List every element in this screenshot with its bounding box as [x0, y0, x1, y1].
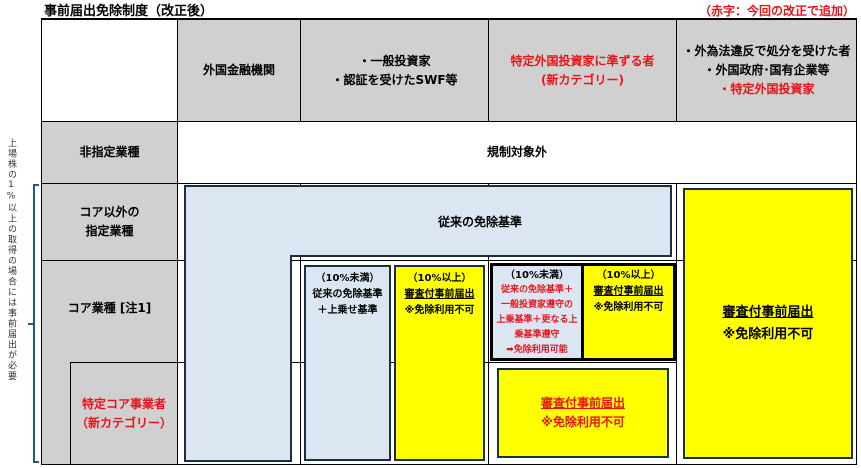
row-label: （新カテゴリー） [75, 415, 172, 430]
not-regulated-cell: 規制対象外 [177, 121, 857, 184]
box-heading: （10%未満） [315, 273, 380, 284]
diagram-title: 事前届出免除制度（改正後） [44, 4, 214, 19]
box-text: ※免除利用不可 [722, 326, 814, 342]
box-fi-under10: （10%未満） 従来の免除基準 ＋上乗せ基準 [304, 265, 391, 461]
col-label: (新カテゴリー) [541, 72, 624, 87]
col-label: 特定外国投資家に準ずる者 [510, 53, 655, 68]
col-label: ・特定外国投資家 [718, 82, 815, 96]
row-label: コア業種 [注1] [67, 301, 152, 315]
box-text: 従来の免除基準＋ [500, 285, 573, 295]
side-note: 上場株の1%以上の取得の場合には事前届出が必要 [6, 138, 16, 382]
box-text: 審査付事前届出 [722, 304, 814, 320]
box-text: 一般投資家遵守の [500, 300, 573, 310]
col-label: ・認証を受けたSWF等 [331, 72, 458, 87]
divider [676, 183, 677, 465]
box-fi-over10: （10%以上） 審査付事前届出 ※免除利用不可 [394, 265, 485, 461]
box-text: ➡免除利用可能 [506, 345, 568, 355]
col-header-general-investor: ・一般投資家・認証を受けたSWF等 [300, 18, 489, 122]
box-text: 上乗基準＋更なる上 [496, 315, 578, 325]
col-label: ・外為法違反で処分を受けた者 [682, 44, 851, 58]
conventional-exemption-label: 従来の免除基準 [437, 214, 522, 229]
box-text: ※免除利用不可 [404, 305, 475, 316]
not-regulated-label: 規制対象外 [486, 145, 547, 159]
box-heading: （10%以上） [596, 270, 661, 281]
box-text: ＋上乗せ基準 [317, 305, 378, 316]
divider [300, 183, 301, 465]
row-non-designated: 非指定業種 [41, 121, 178, 184]
body-grid [177, 183, 857, 465]
box-text: 審査付事前届出 [593, 286, 664, 297]
col-label: ・一般投資家 [358, 53, 431, 68]
divider [488, 183, 489, 465]
corner-cell [41, 18, 178, 122]
box-quasi-under10: （10%未満） 従来の免除基準＋ 一般投資家遵守の上乗基準＋更なる上乗基準遵守 ➡免除… [493, 266, 581, 358]
box-text: ※免除利用不可 [593, 302, 664, 313]
col-label: ・外国政府･国有企業等 [703, 63, 830, 77]
bracket-icon [28, 184, 39, 463]
col-label: 外国金融機関 [202, 63, 275, 77]
box-text: 審査付事前届出 [540, 396, 625, 410]
legend-note: （赤字：今回の改正で追加） [698, 4, 855, 18]
box-text: 乗基準遵守 [514, 330, 560, 340]
box-text: 審査付事前届出 [404, 289, 475, 300]
row-label: 非指定業種 [79, 145, 140, 159]
box-heading: （10%以上） [407, 273, 472, 284]
col-header-quasi-specified: 特定外国投資家に準ずる者 (新カテゴリー) [488, 18, 677, 122]
box-text: ※免除利用不可 [541, 415, 625, 429]
row-label: コア以外の [79, 205, 140, 219]
row-label: 特定コア事業者 [81, 396, 166, 411]
row-special-core: 特定コア事業者 （新カテゴリー） [70, 362, 178, 465]
col-header-foreign-fi: 外国金融機関 [177, 18, 301, 122]
box-quasi-special-core: 審査付事前届出 ※免除利用不可 [497, 368, 669, 458]
col-header-violators: ・外為法違反で処分を受けた者・外国政府･国有企業等・特定外国投資家 [676, 18, 857, 122]
divider [177, 260, 857, 261]
row-label: 指定業種 [85, 224, 134, 238]
box-text: 従来の免除基準 [312, 289, 383, 300]
box-violators: 審査付事前届出 ※免除利用不可 [683, 188, 853, 459]
row-non-core: コア以外の指定業種 [41, 183, 178, 261]
box-quasi-over10: （10%以上） 審査付事前届出 ※免除利用不可 [584, 266, 673, 358]
conventional-exemption-shape [184, 185, 672, 462]
box-heading: （10%未満） [505, 270, 569, 281]
